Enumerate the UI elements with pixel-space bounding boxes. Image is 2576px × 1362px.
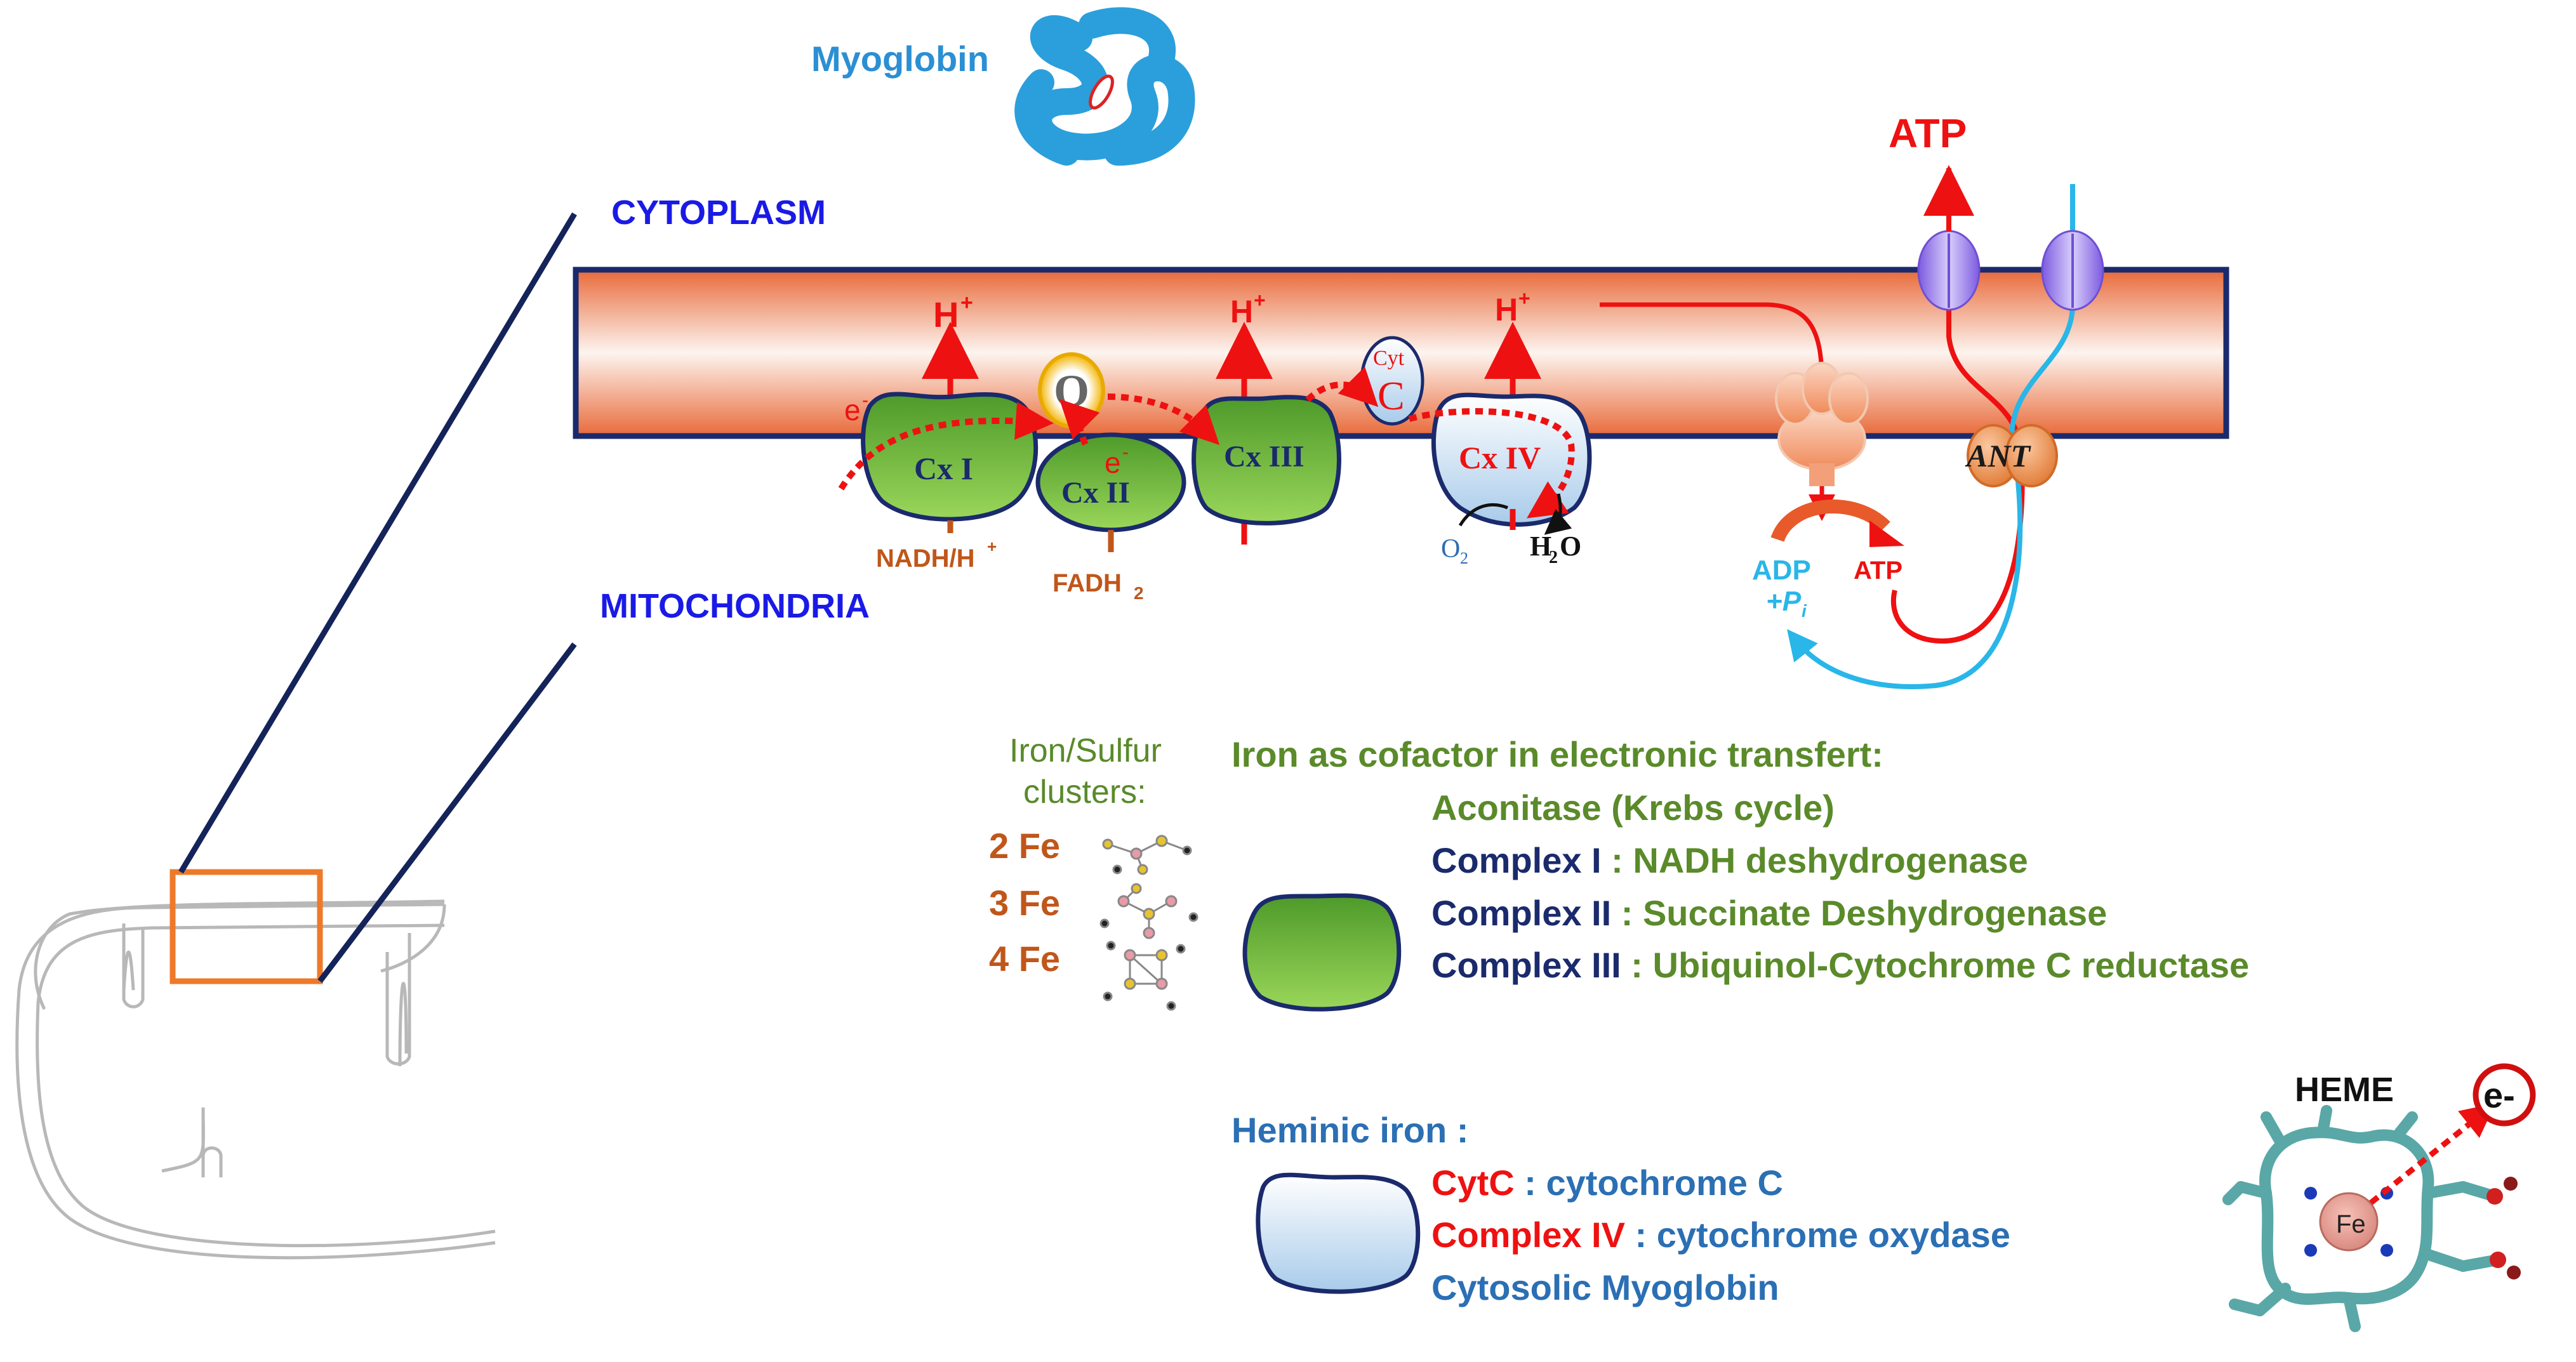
blue-heminic-swatch (1256, 1172, 1421, 1294)
svg-text:2: 2 (1549, 548, 1558, 567)
fe3-cluster-icon (1099, 883, 1198, 939)
o2-label: O 2 (1441, 534, 1468, 567)
cytc-line: CytC : cytochrome C (1431, 1163, 1783, 1203)
svg-text:H: H (1495, 292, 1518, 327)
zoom-line-bottom (317, 642, 577, 983)
fe-atom-icon (2319, 1192, 2379, 1252)
heme-in-myoglobin-icon (1089, 74, 1114, 110)
complex-3-shape (1192, 395, 1341, 526)
complex-2-label: Cx II (1061, 476, 1130, 510)
cytochrome-c-big-label: C (1378, 373, 1405, 418)
svg-text:H: H (933, 294, 959, 334)
ubiquinone-q-label: Q (1054, 366, 1089, 416)
heme-electron-arrow (2369, 1103, 2496, 1205)
adp-to-atp-arrow (1770, 499, 1890, 543)
fe2-cluster-icon (1102, 835, 1192, 875)
complex2-line: Complex II : Succinate Deshydrogenase (1431, 893, 2107, 933)
atp-product-label: ATP (1854, 557, 1902, 585)
mitochondria-label: MITOCHONDRIA (600, 587, 870, 625)
fe3-label: 3 Fe (989, 883, 1060, 923)
nadh-label: NADH/H + (876, 537, 997, 572)
zoom-box (169, 869, 323, 984)
purple-channel-1 (1917, 230, 1981, 311)
svg-text:2: 2 (1134, 583, 1144, 603)
fes-title-line-1: Iron/Sulfur (1009, 732, 1162, 769)
cytoplasm-label: CYTOPLASM (611, 194, 826, 232)
adp-label: ADP (1752, 555, 1811, 586)
cofactor-title: Iron as cofactor in electronic transfert… (1232, 734, 1883, 774)
svg-text:O: O (1441, 534, 1460, 564)
svg-text:e: e (844, 393, 861, 426)
mitochondrion-cristae (34, 899, 445, 1177)
svg-text:H: H (1230, 294, 1253, 329)
complex-4-label: Cx IV (1459, 440, 1541, 475)
fe4-cluster-icon (1103, 941, 1186, 1011)
ant-adp-loop-cyan (1786, 184, 2075, 689)
heminic-title: Heminic iron : (1232, 1110, 1468, 1150)
pi-label: +P i (1766, 586, 1807, 621)
svg-text:O: O (1560, 531, 1581, 562)
zoom-line-top (178, 212, 577, 874)
svg-text:+: + (1518, 287, 1530, 310)
cytochrome-c-small-label: Cyt (1373, 347, 1405, 370)
svg-text:NADH/H: NADH/H (876, 545, 975, 572)
h2o-label: H 2 O (1530, 531, 1581, 567)
adp-to-atp-arrowhead (1869, 520, 1904, 547)
svg-text:-: - (862, 390, 868, 411)
complex3-line: Complex III : Ubiquinol-Cytochrome C red… (1431, 945, 2249, 985)
aconitase-line: Aconitase (Krebs cycle) (1431, 788, 1835, 828)
electron-transport-path (838, 366, 1575, 519)
complex-1-shape (861, 392, 1039, 522)
svg-text:+P: +P (1766, 586, 1802, 617)
atp-top-label: ATP (1889, 110, 1967, 156)
mitochondrion-outline (15, 902, 496, 1260)
myoglobin-label: Myoglobin (811, 39, 989, 79)
green-complex-swatch (1242, 893, 1402, 1012)
svg-text:H: H (1530, 531, 1551, 562)
complex-1-label: Cx I (914, 451, 973, 486)
h-plus-label-1: H + (933, 291, 973, 334)
fe2-label: 2 Fe (989, 826, 1060, 866)
heme-label: HEME (2295, 1071, 2394, 1109)
svg-text:+: + (960, 291, 973, 315)
myoglobin-icon (1014, 7, 1195, 166)
fadh-label: FADH 2 (1052, 569, 1144, 603)
svg-text:i: i (1802, 601, 1807, 621)
svg-text:2: 2 (1460, 549, 1468, 567)
fes-title-line-2: clusters: (1023, 774, 1146, 810)
fe4-label: 4 Fe (989, 939, 1060, 979)
complex-3-label: Cx III (1224, 440, 1305, 473)
ant-label: ANT (1965, 438, 2031, 473)
svg-text:FADH: FADH (1052, 569, 1122, 597)
electron-badge-icon (2473, 1063, 2536, 1127)
heme-atoms (2304, 1177, 2521, 1279)
e-minus-label-2: e - (1105, 442, 1129, 479)
h-plus-label-3: H + (1495, 287, 1530, 327)
fe-atom-label: Fe (2336, 1210, 2366, 1238)
svg-text:e: e (1105, 446, 1121, 479)
purple-channel-2 (2041, 230, 2104, 311)
svg-text:+: + (987, 537, 997, 556)
complex4-line: Complex IV : cytochrome oxydase (1431, 1215, 2010, 1255)
atp-synthase-icon (1775, 362, 1869, 486)
complex1-line: Complex I : NADH deshydrogenase (1431, 840, 2028, 880)
myoglobin-line: Cytosolic Myoglobin (1431, 1267, 1779, 1307)
svg-text:+: + (1254, 289, 1266, 312)
complex-4-output-arrow (1544, 493, 1572, 535)
electron-badge-label: e- (2483, 1075, 2515, 1115)
svg-text:-: - (1122, 442, 1129, 463)
e-minus-label-1: e - (844, 390, 868, 426)
ant-transporter-icon (1967, 424, 2058, 487)
o2-to-h2o-arrow (1458, 503, 1508, 527)
h-plus-label-2: H + (1230, 289, 1266, 329)
